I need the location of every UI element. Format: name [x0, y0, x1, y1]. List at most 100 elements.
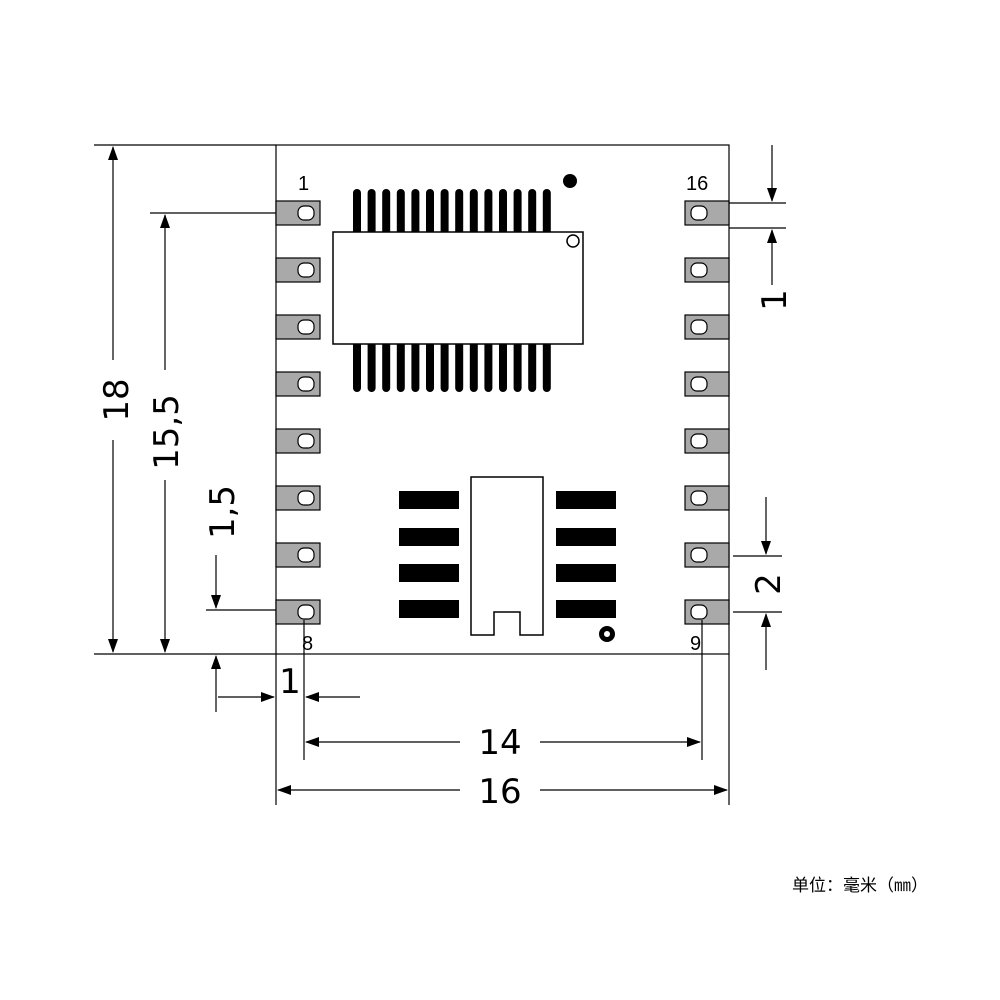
ssop-pin [411, 189, 420, 239]
dim-left-offset: 1 [218, 620, 360, 805]
ssop-fiducial-icon [563, 174, 577, 188]
pin-label-9: 9 [690, 633, 701, 655]
ssop-pin [367, 189, 376, 239]
pad-hole [690, 319, 708, 335]
ssop-pin [455, 189, 464, 239]
ssop-pin [396, 189, 405, 239]
pad-hole [297, 205, 315, 221]
pad-hole [297, 490, 315, 506]
pad-right-14 [684, 314, 730, 340]
pad-left-5 [275, 428, 321, 454]
ssop-pin [382, 189, 391, 239]
dim-pin-span: 15,5 [147, 212, 276, 653]
pad-hole [690, 376, 708, 392]
pad-left-7 [275, 542, 321, 568]
pad-hole [297, 376, 315, 392]
pad-left-1 [275, 200, 321, 226]
soic-pin [399, 600, 459, 618]
ssop-pin [513, 189, 522, 239]
ssop-pin [469, 189, 478, 239]
pad-hole [690, 262, 708, 278]
svg-text:16: 16 [478, 772, 521, 812]
ssop-pin [411, 340, 420, 392]
pad-left-4 [275, 371, 321, 397]
ssop-pin [353, 189, 361, 239]
soic-pin [399, 491, 459, 509]
pad-hole [690, 547, 708, 563]
dim-bottom-offset: 1,5 [203, 485, 276, 712]
dim-height-total: 18 [94, 144, 276, 655]
ssop-pin [440, 340, 449, 392]
ssop-pin [353, 340, 361, 392]
ssop-pin [513, 340, 522, 392]
pad-hole [690, 433, 708, 449]
soic-pin [556, 564, 616, 582]
ssop-pin [455, 340, 464, 392]
pad-hole [690, 604, 708, 620]
pad-hole [297, 604, 315, 620]
dim-pin-row-width: 14 [305, 620, 703, 763]
pad-hole [690, 490, 708, 506]
pin-label-1: 1 [298, 173, 309, 195]
svg-text:18: 18 [97, 378, 137, 421]
soic-right-pins [556, 491, 616, 618]
ssop-pin [396, 340, 405, 392]
soic-pin [556, 528, 616, 546]
pad-hole [297, 319, 315, 335]
ssop-chip [332, 174, 584, 392]
ssop-pin [542, 340, 551, 392]
ssop-pin [542, 189, 551, 239]
dim-pin-pitch: 1 [729, 145, 795, 311]
pad-left-3 [275, 314, 321, 340]
ssop-pin [367, 340, 376, 392]
ssop-top-pins [353, 189, 551, 239]
svg-text:2: 2 [749, 573, 789, 595]
pin-label-8: 8 [302, 633, 313, 655]
pad-hole [690, 205, 708, 221]
pad-left-8 [275, 599, 321, 625]
soic-pin [399, 564, 459, 582]
soic-pin [399, 528, 459, 546]
ssop-pin [426, 340, 434, 392]
unit-label: 单位：毫米（㎜） [792, 876, 928, 896]
ssop-pin [440, 189, 449, 239]
svg-text:15,5: 15,5 [147, 394, 187, 470]
pad-right-11 [684, 485, 730, 511]
pad-right-13 [684, 371, 730, 397]
ssop-pin [499, 189, 507, 239]
ssop-pin [484, 340, 493, 392]
ssop-body [332, 231, 584, 345]
svg-text:1: 1 [279, 662, 301, 702]
pad-right-15 [684, 257, 730, 283]
pad-right-16 [684, 200, 730, 226]
pad-right-10 [684, 542, 730, 568]
ssop-pin1-marker [566, 234, 580, 248]
svg-text:1: 1 [755, 289, 795, 311]
pad-left-2 [275, 257, 321, 283]
ssop-pin [469, 340, 478, 392]
ssop-pin [528, 340, 537, 392]
soic-pin [556, 600, 616, 618]
ssop-bottom-pins [353, 340, 551, 392]
ssop-pin [382, 340, 391, 392]
ssop-pin [426, 189, 434, 239]
soic-body-outline [470, 476, 544, 636]
pad-right-12 [684, 428, 730, 454]
svg-text:14: 14 [478, 723, 521, 763]
pad-right-9 [684, 599, 730, 625]
pad-hole [297, 433, 315, 449]
pad-left-6 [275, 485, 321, 511]
soic-fiducial-center [604, 631, 610, 637]
svg-text:1,5: 1,5 [203, 485, 243, 539]
right-pad-column [684, 200, 730, 625]
dim-width-total: 16 [277, 654, 730, 812]
soic-left-pins [399, 491, 459, 618]
ssop-pin [484, 189, 493, 239]
soic-pin [556, 491, 616, 509]
dim-pin-spacing-right: 2 [733, 497, 789, 670]
pad-hole [297, 262, 315, 278]
left-pad-column [275, 200, 321, 625]
pad-hole [297, 547, 315, 563]
board-outline [275, 144, 730, 655]
